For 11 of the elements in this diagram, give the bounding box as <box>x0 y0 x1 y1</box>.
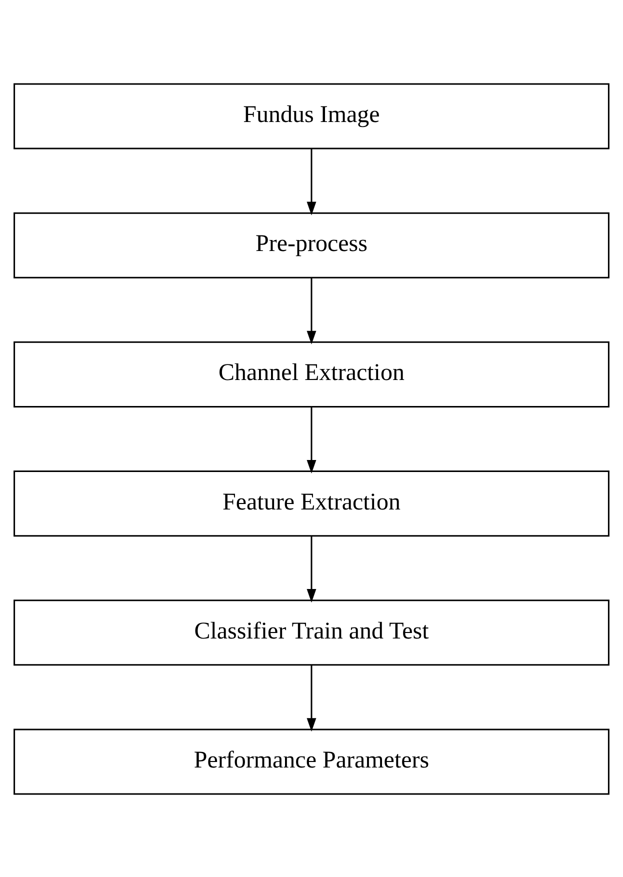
node-box: Performance Parameters <box>14 728 610 794</box>
node-box: Feature Extraction <box>14 470 610 536</box>
arrow <box>306 278 316 344</box>
arrow <box>306 406 316 473</box>
node-box: Channel Extraction <box>14 340 610 407</box>
arrow <box>306 148 316 215</box>
node-box: Fundus Image <box>14 82 610 149</box>
arrow <box>306 536 316 602</box>
arrow <box>306 664 316 732</box>
node-box: Pre-process <box>14 212 610 278</box>
node-box: Classifier Train and Test <box>14 599 610 666</box>
